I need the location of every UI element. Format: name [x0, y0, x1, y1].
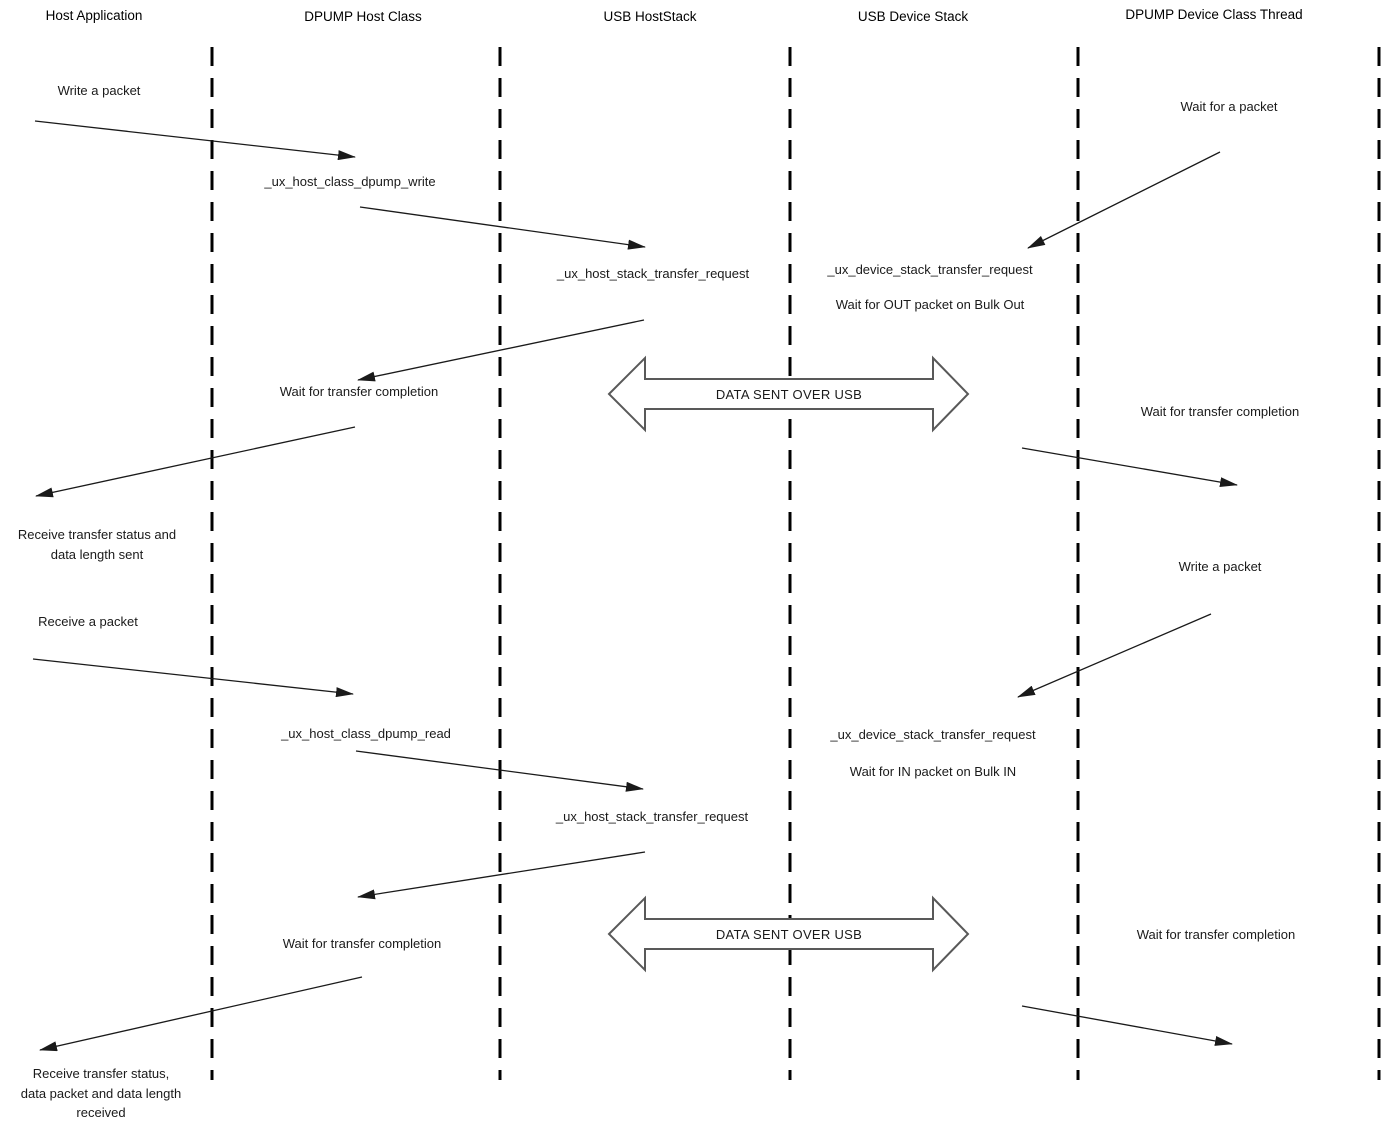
label-data-sent-over-usb-2: DATA SENT OVER USB — [715, 927, 863, 942]
arrow-receive-packet — [32, 658, 354, 698]
label-host-write-packet: Write a packet — [57, 83, 141, 98]
label-device-wait-completion-2: Wait for transfer completion — [1136, 927, 1296, 942]
lane-header-dpump-device-thread: DPUMP Device Class Thread — [1125, 7, 1303, 22]
usb-data-banner-shape-2 — [607, 895, 970, 973]
lane-separators — [210, 47, 1381, 1080]
arrow-device-wait-packet — [1027, 151, 1221, 249]
label-device-write-packet: Write a packet — [1178, 559, 1262, 574]
label-ux-host-class-dpump-write: _ux_host_class_dpump_write — [264, 174, 436, 189]
arrow-device-completion-1 — [1021, 447, 1238, 488]
label-wait-in-packet-bulk-in: Wait for IN packet on Bulk IN — [849, 764, 1017, 779]
arrow-dpump-read — [355, 750, 644, 792]
label-receive-a-packet: Receive a packet — [38, 614, 138, 629]
arrow-transfer-request-back-2 — [357, 851, 646, 900]
lane-header-usb-hoststack: USB HostStack — [603, 9, 697, 24]
label-ux-device-stack-transfer-request-2: _ux_device_stack_transfer_request — [830, 727, 1036, 742]
label-host-wait-completion-1: Wait for transfer completion — [279, 384, 439, 399]
usb-data-banner-shape-1 — [607, 355, 970, 433]
label-ux-host-stack-transfer-request-1: _ux_host_stack_transfer_request — [556, 266, 750, 281]
label-ux-host-class-dpump-read: _ux_host_class_dpump_read — [281, 726, 451, 741]
label-ux-device-stack-transfer-request-1: _ux_device_stack_transfer_request — [827, 262, 1033, 277]
arrow-receive-status-received — [39, 976, 363, 1052]
label-ux-host-stack-transfer-request-2: _ux_host_stack_transfer_request — [555, 809, 749, 824]
arrow-write-packet — [34, 120, 356, 161]
message-arrows — [32, 120, 1238, 1052]
arrow-device-completion-2 — [1021, 1005, 1233, 1046]
label-data-sent-over-usb-1: DATA SENT OVER USB — [715, 387, 863, 402]
arrow-transfer-request-back-1 — [357, 319, 645, 382]
arrow-receive-status-sent — [35, 426, 356, 498]
label-receive-status-sent: Receive transfer status and data length … — [17, 527, 177, 562]
label-device-wait-packet: Wait for a packet — [1180, 99, 1278, 114]
label-receive-status-received: Receive transfer status, data packet and… — [20, 1066, 182, 1120]
lane-header-usb-device-stack: USB Device Stack — [857, 9, 969, 24]
arrow-device-write-packet — [1017, 613, 1212, 698]
arrow-dpump-write — [359, 206, 646, 250]
label-device-wait-completion-1: Wait for transfer completion — [1140, 404, 1300, 419]
lane-header-dpump-host-class: DPUMP Host Class — [304, 9, 422, 24]
label-host-wait-completion-2: Wait for transfer completion — [282, 936, 442, 951]
lane-header-host-application: Host Application — [45, 8, 143, 23]
label-wait-out-packet-bulk-out: Wait for OUT packet on Bulk Out — [835, 297, 1025, 312]
usb-banners — [607, 355, 970, 973]
